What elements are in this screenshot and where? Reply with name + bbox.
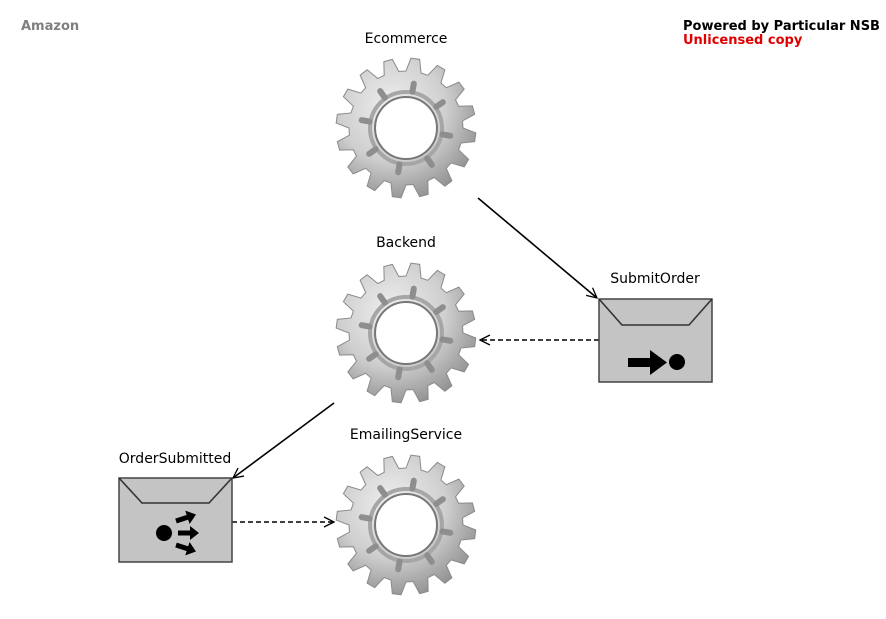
endpoint-gear-backend xyxy=(335,262,477,404)
event-publish-icon xyxy=(156,510,199,556)
powered-by-notice: Powered by Particular NSB Unlicensed cop… xyxy=(683,20,880,48)
endpoint-gear-ecommerce xyxy=(335,57,477,199)
endpoint-label-ecommerce: Ecommerce xyxy=(364,31,448,47)
connector-ecommerce-to-submitorder xyxy=(477,197,597,298)
gear-icon xyxy=(335,454,477,596)
diagram-title: Amazon xyxy=(21,19,80,34)
message-envelope-order-submitted xyxy=(118,477,233,563)
endpoint-label-emailing: EmailingService xyxy=(349,427,463,443)
gear-icon xyxy=(335,57,477,199)
message-envelope-submit-order xyxy=(598,298,713,383)
message-label-order-submitted: OrderSubmitted xyxy=(118,451,232,467)
endpoint-label-backend: Backend xyxy=(376,235,436,251)
license-notice: Unlicensed copy xyxy=(683,33,803,48)
connector-backend-to-ordersubmitted xyxy=(233,402,335,478)
gear-icon xyxy=(335,262,477,404)
command-icon xyxy=(628,350,685,375)
endpoint-gear-emailing xyxy=(335,454,477,596)
message-label-submit-order: SubmitOrder xyxy=(610,271,700,287)
powered-by-text: Powered by Particular NSB xyxy=(683,19,880,34)
